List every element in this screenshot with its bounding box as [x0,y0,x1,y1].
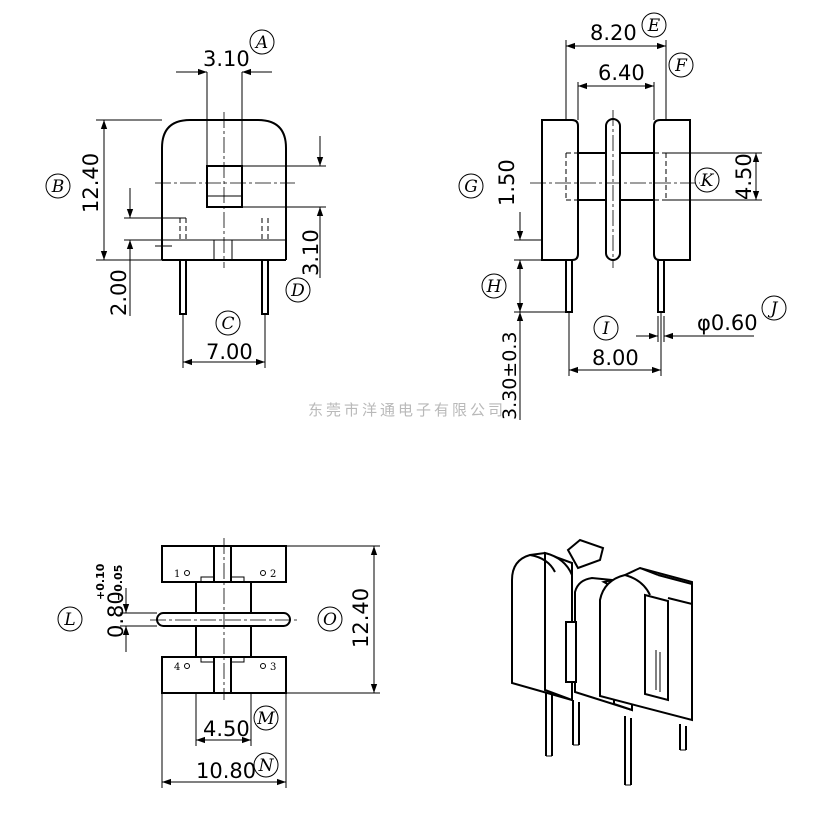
isometric-view [511,538,693,786]
dim-o-value: 12.40 [349,588,373,648]
bottom-view: 1 2 3 4 0.80 +0.10 −0.05 L 12.40 O 4.50 … [57,538,380,788]
dim-d-value: 3.10 [299,229,323,276]
dim-c-value: 7.00 [206,340,253,364]
pin-2-label: 2 [270,569,276,580]
label-h: H [486,277,503,297]
front-center-tab [213,239,233,261]
label-j: J [768,299,779,319]
label-m: M [256,709,275,729]
front-lead-left [179,259,187,315]
pin-4-label: 4 [174,662,180,673]
label-g: G [464,177,478,197]
label-n: N [258,756,275,776]
front-core-window [206,165,243,208]
dim-k-value: 4.50 [732,153,756,200]
side-lead-left [565,259,573,313]
dim-b-value: 12.40 [79,153,103,213]
label-f: F [674,56,688,76]
dim-lead-value: 2.00 [107,269,131,316]
pin-3-label: 3 [270,662,276,673]
bottom-center-flange [156,612,291,627]
label-a: A [254,33,268,53]
dim-f-value: 6.40 [598,61,645,85]
label-i: I [602,319,610,339]
dim-i-value: 8.00 [592,346,639,370]
label-b: B [51,177,65,197]
label-o: O [323,610,337,630]
watermark: 东莞市洋通电子有限公司 [308,401,506,419]
label-k: K [700,171,715,191]
dim-e-value: 8.20 [590,21,637,45]
bottom-bottom-tab [213,656,232,694]
bottom-top-tab [213,545,232,583]
pin-1-label: 1 [174,569,180,580]
dim-l-tol-minus: −0.05 [112,565,125,601]
front-view: 3.10 A 12.40 B 2.00 7.00 C 3.10 D [45,29,326,368]
dim-m-value: 4.50 [203,717,250,741]
label-d: D [290,281,305,301]
side-view: 8.20 E 6.40 F 4.50 K 1.50 G 3.30±0.3 [458,12,787,420]
front-lead-right [261,259,269,315]
label-e: E [647,16,661,36]
dim-h-value: 3.30±0.3 [499,332,521,420]
dim-j-value: φ0.60 [697,311,758,335]
dim-n-value: 10.80 [196,759,256,783]
dim-l-tol-plus: +0.10 [94,563,107,600]
label-l: L [63,610,75,630]
dim-l-value: 0.80 [104,591,128,638]
side-left-half [541,119,579,261]
side-right-half [653,119,691,261]
side-lead-right [657,259,665,313]
dim-a-value: 3.10 [203,47,250,71]
dim-g-value: 1.50 [495,159,519,206]
label-c: C [221,314,234,334]
